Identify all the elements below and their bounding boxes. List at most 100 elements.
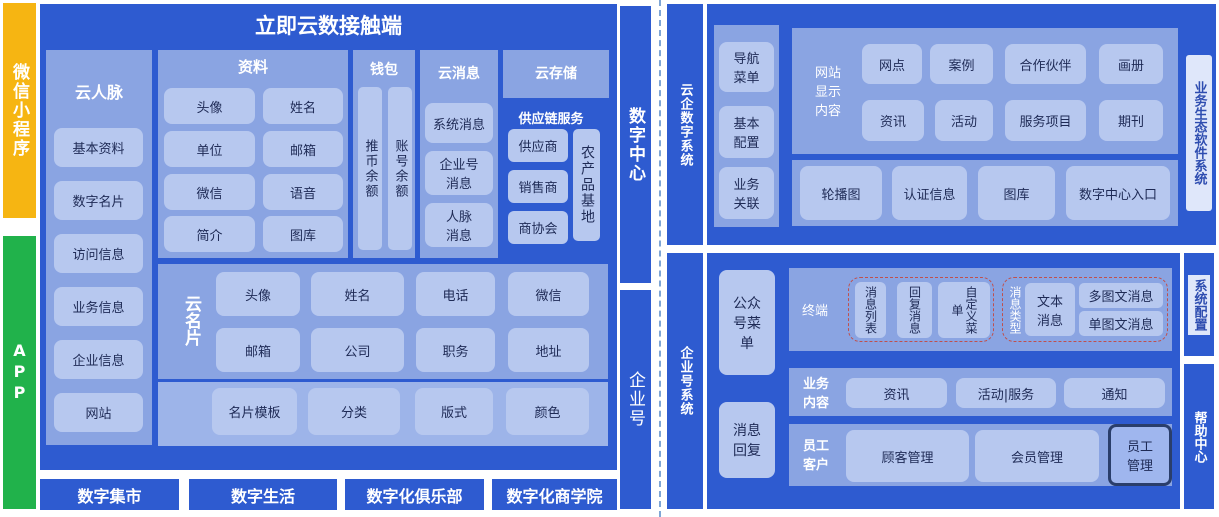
profile-email[interactable]: 邮箱: [263, 131, 343, 167]
card-wechat[interactable]: 微信: [508, 272, 589, 316]
business-notice[interactable]: 通知: [1064, 378, 1165, 408]
site-content-label: 网站 显示 内容: [814, 65, 841, 119]
card-email[interactable]: 邮箱: [216, 328, 300, 372]
cloud-message-title: 云消息: [438, 66, 480, 82]
card-category[interactable]: 分类: [308, 388, 400, 435]
contacts-business-info[interactable]: 业务信息: [54, 287, 143, 326]
supply-agri-base[interactable]: 农产品基地: [573, 129, 600, 241]
business-news[interactable]: 资讯: [846, 378, 947, 408]
contacts-digital-card[interactable]: 数字名片: [54, 181, 143, 220]
card-layout[interactable]: 版式: [415, 388, 493, 435]
contacts-basic-info[interactable]: 基本资料: [54, 128, 143, 167]
digital-business-school[interactable]: 数字化商学院: [492, 479, 617, 510]
site-partners[interactable]: 合作伙伴: [1005, 44, 1086, 84]
message-reply[interactable]: 消息 回复: [719, 402, 775, 478]
basic-config[interactable]: 基本 配置: [719, 106, 774, 158]
terminal-message-list-label: 消息列表: [863, 286, 878, 334]
supply-seller[interactable]: 销售商: [508, 170, 568, 203]
supply-agri-base-label: 农产品基地: [579, 145, 595, 225]
digital-club[interactable]: 数字化俱乐部: [345, 479, 484, 510]
terminal-custom-menu-label: 自定义菜单: [950, 286, 978, 334]
message-type-multi-news[interactable]: 多图文消息: [1079, 283, 1163, 308]
site-activities[interactable]: 活动: [935, 100, 993, 141]
terminal-custom-menu[interactable]: 自定义菜单: [938, 282, 990, 338]
profile-avatar[interactable]: 头像: [164, 88, 255, 124]
terminal-label: 终端: [801, 303, 828, 319]
site-album[interactable]: 画册: [1099, 44, 1163, 84]
msg-system[interactable]: 系统消息: [425, 103, 493, 143]
wallet-push-coin-label: 推币余额: [362, 138, 378, 199]
enterprise-bar[interactable]: 企业号: [620, 290, 651, 509]
card-color[interactable]: 颜色: [506, 388, 589, 435]
message-type-single-news[interactable]: 单图文消息: [1079, 311, 1163, 336]
wechat-mini-program-bar: 微信小程序: [3, 3, 36, 218]
site-news[interactable]: 资讯: [862, 100, 924, 141]
card-name[interactable]: 姓名: [311, 272, 404, 316]
profile-voice[interactable]: 语音: [263, 174, 343, 210]
enterprise-account-system-label: 企业号系统: [677, 346, 693, 416]
wallet-push-coin-balance[interactable]: 推币余额: [358, 87, 382, 250]
site-certification[interactable]: 认证信息: [892, 166, 967, 220]
app-bar: APP: [3, 236, 36, 509]
system-config-inner: 系统配置: [1188, 274, 1210, 335]
card-phone[interactable]: 电话: [416, 272, 495, 316]
business-link[interactable]: 业务 关联: [719, 167, 774, 219]
customer-management[interactable]: 顾客管理: [846, 430, 969, 482]
business-activity-service[interactable]: 活动|服务: [956, 378, 1056, 408]
profile-intro[interactable]: 简介: [164, 216, 255, 252]
card-position[interactable]: 职务: [416, 328, 495, 372]
site-gallery[interactable]: 图库: [978, 166, 1055, 220]
contacts-company-info[interactable]: 企业信息: [54, 340, 143, 379]
card-address[interactable]: 地址: [508, 328, 589, 372]
profile-name[interactable]: 姓名: [263, 88, 343, 124]
official-account-menu[interactable]: 公众 号菜 单: [719, 270, 775, 375]
site-periodicals[interactable]: 期刊: [1099, 100, 1163, 141]
site-services[interactable]: 服务项目: [1005, 100, 1086, 141]
profile-unit[interactable]: 单位: [164, 131, 255, 167]
site-carousel[interactable]: 轮播图: [800, 166, 882, 220]
contacts-visit-info[interactable]: 访问信息: [54, 234, 143, 273]
profile-title: 资料: [237, 57, 268, 76]
msg-enterprise[interactable]: 企业号 消息: [425, 151, 493, 195]
digital-market[interactable]: 数字集市: [40, 479, 179, 510]
terminal-message-list[interactable]: 消息列表: [855, 282, 886, 338]
site-cases[interactable]: 案例: [930, 44, 993, 84]
nav-menu[interactable]: 导航 菜单: [719, 42, 774, 92]
digital-life[interactable]: 数字生活: [189, 479, 337, 510]
card-avatar[interactable]: 头像: [216, 272, 300, 316]
wallet-account-label: 账号余额: [392, 138, 408, 199]
digital-center-bar[interactable]: 数字中心: [620, 6, 651, 283]
business-ecosystem-software-system-label: 业务生态软件系统: [1191, 81, 1207, 185]
message-type-text[interactable]: 文本 消息: [1025, 283, 1075, 336]
site-digital-center-entry[interactable]: 数字中心入口: [1066, 166, 1170, 220]
system-config-bar[interactable]: 系统配置: [1184, 253, 1214, 356]
staff-management[interactable]: 员工 管理: [1108, 424, 1172, 486]
help-center-label: 帮助中心: [1191, 410, 1207, 463]
card-template[interactable]: 名片模板: [212, 388, 297, 435]
enterprise-account-system-bar: 企业号系统: [667, 253, 703, 509]
supply-association[interactable]: 商协会: [508, 211, 568, 244]
help-center-bar[interactable]: 帮助中心: [1184, 364, 1214, 509]
message-type-label-text: 消息类型: [1008, 286, 1022, 334]
profile-wechat[interactable]: 微信: [164, 174, 255, 210]
business-ecosystem-software-system[interactable]: 业务生态软件系统: [1186, 55, 1212, 211]
business-content-label: 业务 内容: [802, 377, 829, 411]
cloud-contacts-title: 云人脉: [74, 83, 123, 102]
card-company[interactable]: 公司: [311, 328, 404, 372]
wallet-account-balance[interactable]: 账号余额: [388, 87, 412, 250]
terminal-reply-message[interactable]: 回复消息: [897, 282, 932, 338]
cloud-card-title-text: 云名片: [181, 294, 201, 346]
contacts-website[interactable]: 网站: [54, 393, 143, 432]
system-config-label: 系统配置: [1191, 278, 1207, 331]
supply-vendor[interactable]: 供应商: [508, 129, 568, 162]
site-outlets[interactable]: 网点: [862, 44, 922, 84]
cloud-storage-panel: [503, 50, 609, 98]
member-management[interactable]: 会员管理: [975, 430, 1099, 482]
terminal-reply-message-label: 回复消息: [907, 286, 922, 334]
profile-gallery[interactable]: 图库: [263, 216, 343, 252]
message-type-label: 消息类型: [1005, 281, 1025, 339]
wallet-title: 钱包: [370, 62, 398, 78]
app-label: APP: [10, 341, 29, 404]
supply-chain-title: 供应链服务: [518, 111, 584, 127]
msg-contacts[interactable]: 人脉 消息: [425, 203, 493, 247]
